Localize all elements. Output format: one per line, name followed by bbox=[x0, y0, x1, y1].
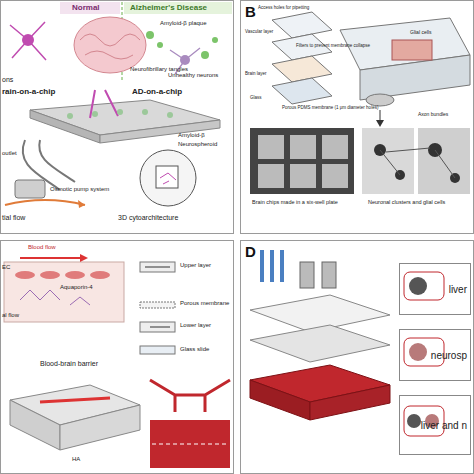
organ-box: neurosp bbox=[399, 329, 471, 381]
organ-label: neurosp bbox=[431, 350, 467, 361]
astrocytes bbox=[20, 290, 90, 305]
text-label: Amyloid-β plaque bbox=[160, 20, 206, 26]
brain-folds bbox=[80, 34, 140, 59]
neurospheroid bbox=[409, 343, 427, 361]
panel-letter: D bbox=[245, 243, 256, 260]
channel-network bbox=[150, 380, 230, 412]
chip-side bbox=[100, 120, 220, 143]
text-label: Neurofibrillary tangles bbox=[130, 66, 188, 72]
text-label: Vascular layer bbox=[245, 30, 273, 35]
chip-layers bbox=[140, 262, 175, 354]
well bbox=[366, 94, 394, 106]
text-label: ons bbox=[2, 76, 13, 83]
text-label: Aquaporin-4 bbox=[60, 284, 93, 290]
photo bbox=[250, 128, 354, 194]
endothelium bbox=[15, 271, 110, 279]
base-side bbox=[250, 380, 310, 420]
text-label: Neurospheroid bbox=[178, 141, 217, 147]
blood-arrow bbox=[20, 257, 80, 259]
sphere bbox=[140, 150, 196, 206]
text-label: Lower layer bbox=[180, 322, 211, 328]
tubes bbox=[262, 250, 282, 282]
clusters bbox=[374, 143, 460, 183]
cube bbox=[156, 166, 178, 188]
header-band bbox=[124, 2, 232, 14]
exploded-layers bbox=[272, 12, 332, 104]
organ-label: liver and n bbox=[421, 420, 467, 431]
flow-arrow bbox=[5, 200, 85, 205]
micrograph bbox=[362, 128, 414, 194]
text-label: Neuronal clusters and glial cells bbox=[368, 200, 445, 206]
connector bbox=[322, 262, 336, 288]
text-label: Glass bbox=[250, 96, 262, 101]
connector bbox=[300, 262, 314, 288]
text-label: Axon bundles bbox=[418, 112, 448, 117]
text-label: Glass slide bbox=[180, 346, 209, 352]
text-label: tial flow bbox=[2, 214, 25, 221]
text-label: 3D cytoarchitecture bbox=[118, 214, 178, 221]
text-label: Unhealthy neurons bbox=[168, 72, 218, 78]
base-side bbox=[310, 385, 390, 420]
panel-frame bbox=[1, 241, 234, 474]
text-label: al flow bbox=[2, 312, 19, 318]
chip-block-side bbox=[10, 400, 60, 450]
text-label: Blood flow bbox=[28, 244, 56, 250]
panel-frame bbox=[1, 1, 234, 234]
text-label: Brain layer bbox=[245, 72, 267, 77]
text-label: Filters to prevent membrane collapse bbox=[296, 44, 370, 49]
text-label: EC bbox=[2, 264, 10, 270]
panel: Dliver neurosp liver and n bbox=[240, 240, 474, 474]
text-label: Upper layer bbox=[180, 262, 211, 268]
bbb-illustration bbox=[4, 262, 124, 322]
chamber bbox=[404, 272, 444, 300]
text-label: outlet bbox=[2, 150, 17, 156]
cells bbox=[160, 173, 176, 184]
text-label: Access holes for pipetting bbox=[258, 6, 309, 11]
text-label: Porous PDMS membrane (1 μm diameter hole… bbox=[282, 106, 378, 111]
header-band bbox=[60, 2, 120, 14]
liver-spheroid bbox=[409, 277, 427, 295]
text-label: Alzheimer's Disease bbox=[130, 4, 207, 12]
liver-spheroid bbox=[407, 414, 421, 428]
chip-side bbox=[30, 110, 100, 143]
pump bbox=[15, 180, 45, 198]
micrograph bbox=[150, 420, 230, 468]
text-label: Porous membrane bbox=[180, 300, 229, 306]
text-label: Blood-brain barrier bbox=[40, 360, 98, 367]
organ-box: liver bbox=[399, 263, 471, 315]
panel-letter: B bbox=[245, 3, 256, 20]
text-label: rain-on-a-chip bbox=[2, 88, 55, 96]
down-arrow-head bbox=[376, 120, 384, 127]
text-label: HA bbox=[72, 456, 80, 462]
organ-box: liver and n bbox=[399, 395, 471, 455]
text-label: Amyloid-β bbox=[178, 132, 205, 138]
text-label: Normal bbox=[72, 4, 100, 12]
text-label: Brain chips made in a six-well plate bbox=[252, 200, 338, 206]
plaque bbox=[146, 31, 218, 59]
membrane bbox=[152, 444, 228, 445]
chip-block-side bbox=[60, 405, 140, 450]
text-label: Glial cells bbox=[410, 30, 431, 35]
device-side bbox=[360, 55, 470, 100]
blood-arrow-head bbox=[80, 254, 88, 262]
wells bbox=[258, 135, 348, 188]
channel bbox=[40, 398, 110, 402]
text-label: AD-on-a-chip bbox=[132, 88, 182, 96]
text-label: Osmotic pump system bbox=[50, 186, 109, 192]
brain bbox=[74, 17, 146, 73]
micrograph bbox=[418, 128, 470, 194]
spheroid-wells bbox=[67, 109, 173, 119]
flow-head bbox=[78, 200, 85, 208]
axons bbox=[380, 148, 455, 178]
glial-region bbox=[392, 40, 432, 60]
neuron bbox=[10, 22, 46, 60]
organ-label: liver bbox=[449, 284, 467, 295]
projection bbox=[90, 90, 118, 118]
middle-plate bbox=[250, 325, 390, 362]
